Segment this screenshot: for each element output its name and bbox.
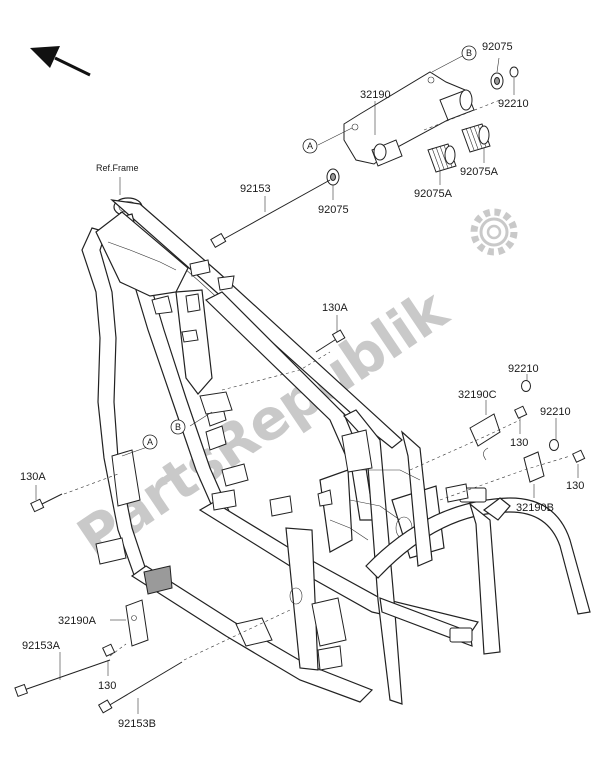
callouts: A B B A [142,45,477,450]
part-label-92153A: 92153A [22,640,61,652]
part-label-92075A-right: 92075A [460,166,499,178]
part-label-130-right-2: 130 [566,480,584,492]
callout-a-top: A [302,138,318,154]
part-label-92153B: 92153B [118,718,156,730]
part-label-130-bottom: 130 [98,680,116,692]
part-label-92075-mid: 92075 [318,204,349,216]
part-label-92075-top: 92075 [482,41,513,53]
part-label-92153: 92153 [240,183,271,195]
reference-frame-label: Ref.Frame [96,163,139,173]
svg-text:B: B [175,422,181,432]
part-label-130A-top: 130A [322,302,348,314]
part-label-92210-top: 92210 [498,98,529,110]
svg-text:A: A [147,437,153,447]
callout-b-mid: B [170,419,186,435]
arrow-up-left-icon [30,46,91,77]
part-label-92210-right-1: 92210 [508,363,539,375]
callout-a-mid: A [142,434,158,450]
part-label-92210-right-2: 92210 [540,406,571,418]
svg-text:A: A [307,141,313,151]
svg-text:B: B [466,48,472,58]
part-label-32190C: 32190C [458,389,497,401]
part-label-32190: 32190 [360,89,391,101]
part-label-92075A-left: 92075A [414,188,453,200]
part-label-32190A: 32190A [58,615,97,627]
lower-mount-parts [14,329,586,714]
rear-mount-assembly [210,66,519,249]
gear-icon [470,208,518,256]
part-label-130A-left: 130A [20,471,46,483]
ribbed-bush-left [427,143,457,173]
part-label-32190B: 32190B [516,502,554,514]
leader-lines [35,52,579,714]
part-labels: Ref.Frame 92075 92210 32190 92153 92075 … [20,41,584,730]
ribbed-bush-right [461,123,491,153]
motorcycle-frame [81,197,591,705]
callout-b-top: B [461,45,477,61]
part-label-130-right-1: 130 [510,437,528,449]
